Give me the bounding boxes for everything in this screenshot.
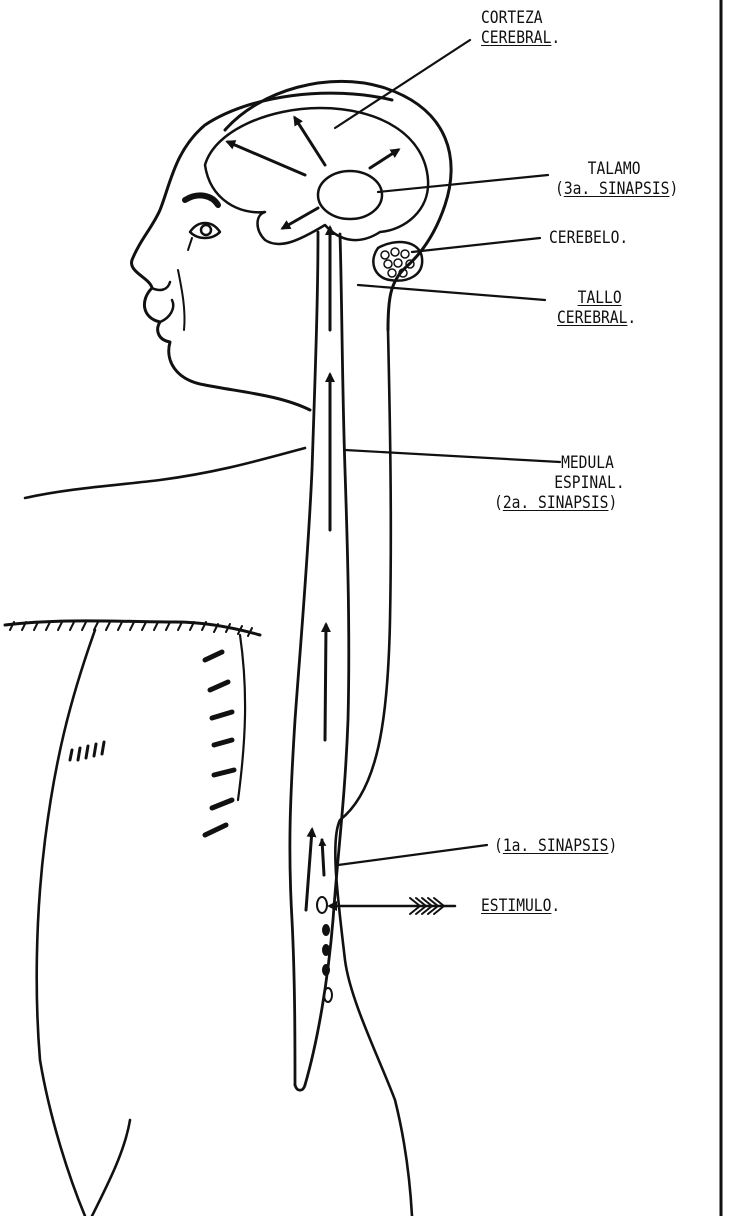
torso-lower (92, 1120, 130, 1216)
spinal-cord-bottom (295, 1085, 305, 1090)
cerebelo-text: CEREBELO. (549, 228, 628, 248)
estimulo-text: ESTIMULO (481, 896, 551, 916)
brain-outline (205, 108, 428, 244)
estimulo-suffix: . (551, 896, 560, 916)
tallo-suffix: . (627, 308, 636, 328)
label-talamo: TALAMO (3a. SINAPSIS) (555, 159, 701, 199)
spinal-cord-left (290, 232, 318, 1085)
torso-front (37, 630, 95, 1216)
leader-primera (338, 845, 487, 865)
rib-marks (205, 652, 234, 835)
back-contour (335, 330, 412, 1216)
talamo-paren-open: ( (555, 179, 564, 199)
tear-line (188, 238, 192, 250)
label-estimulo: ESTIMULO. (481, 896, 560, 916)
primera-paren-open: ( (494, 836, 503, 856)
primera-text: 1a. SINAPSIS (503, 836, 609, 856)
medula-line2: ESPINAL. (494, 473, 625, 493)
corteza-line1: CORTEZA (481, 8, 560, 28)
corteza-suffix: . (551, 28, 560, 48)
brain-arrow-up (295, 118, 325, 165)
brain-arrow-left (228, 142, 305, 175)
leader-corteza (335, 40, 470, 128)
tallo-line1: TALLO (578, 288, 622, 308)
thalamus (318, 171, 382, 219)
talamo-line2: 3a. SINAPSIS (564, 179, 670, 199)
label-primera-sinapsis: (1a. SINAPSIS) (494, 836, 617, 856)
nose-detail (152, 282, 170, 290)
corteza-line2: CEREBRAL (481, 28, 551, 48)
cheek-line (178, 270, 185, 330)
label-cerebelo: CEREBELO. (549, 228, 628, 248)
medula-paren-close: ) (608, 493, 617, 513)
leader-cerebelo (412, 238, 540, 252)
talamo-paren-close: ) (669, 179, 678, 199)
medula-line3: 2a. SINAPSIS (503, 493, 609, 513)
primera-paren-close: ) (608, 836, 617, 856)
shoulder-line (25, 448, 305, 498)
cord-arrow-5 (322, 840, 324, 875)
brain-arrow-right (370, 150, 398, 168)
leader-tallo (358, 285, 545, 300)
medula-paren-open: ( (494, 493, 503, 513)
cord-arrow-3 (325, 625, 326, 740)
medula-line1: MEDULA (494, 453, 625, 473)
tallo-line2: CEREBRAL (557, 308, 627, 328)
brain-arrow-down-left (283, 208, 318, 228)
shoulder-blade (238, 635, 245, 800)
eyebrow (185, 195, 218, 205)
armpit-hatch (70, 742, 104, 760)
head-profile (132, 93, 392, 410)
mouth-detail (160, 300, 173, 322)
label-corteza-cerebral: CORTEZA CEREBRAL. (481, 8, 560, 48)
label-medula-espinal: MEDULA ESPINAL. (2a. SINAPSIS) (494, 453, 625, 513)
leader-talamo (378, 175, 548, 192)
eye-iris (201, 225, 211, 235)
cord-arrow-4 (306, 830, 312, 910)
label-tallo-cerebral: TALLO CEREBRAL. (557, 288, 636, 328)
talamo-line1: TALAMO (555, 159, 701, 179)
